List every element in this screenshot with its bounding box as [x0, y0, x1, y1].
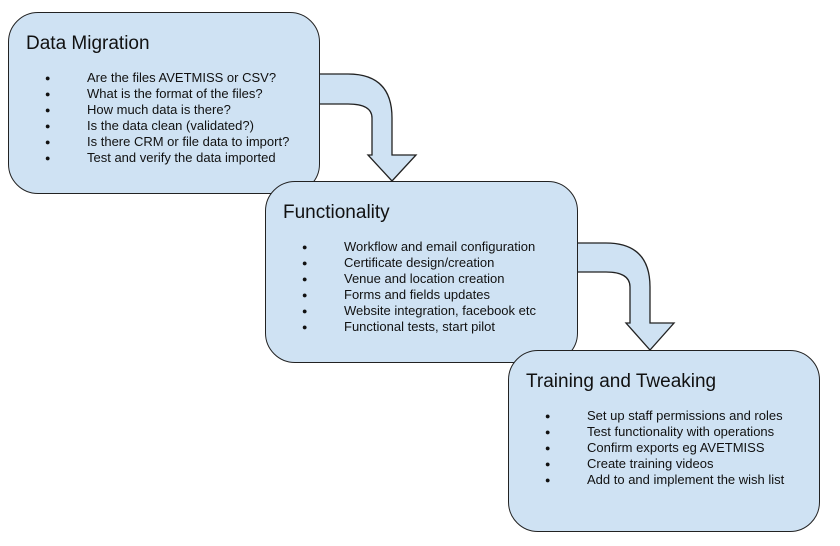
list-item: Certificate design/creation [302, 255, 536, 271]
step-box-data-migration: Data Migration Are the files AVETMISS or… [8, 12, 320, 194]
step-checklist: Workflow and email configuration Certifi… [302, 239, 536, 335]
list-item: Functional tests, start pilot [302, 319, 536, 335]
list-item: Workflow and email configuration [302, 239, 536, 255]
list-item: How much data is there? [45, 102, 289, 118]
step-checklist: Set up staff permissions and roles Test … [545, 408, 784, 488]
list-item: Venue and location creation [302, 271, 536, 287]
list-item: Is the data clean (validated?) [45, 118, 289, 134]
list-item: Are the files AVETMISS or CSV? [45, 70, 289, 86]
list-item: Add to and implement the wish list [545, 472, 784, 488]
list-item: Test and verify the data imported [45, 150, 289, 166]
step-title: Training and Tweaking [526, 371, 717, 392]
step-box-functionality: Functionality Workflow and email configu… [265, 181, 578, 363]
list-item: Is there CRM or file data to import? [45, 134, 289, 150]
list-item: Confirm exports eg AVETMISS [545, 440, 784, 456]
list-item: What is the format of the files? [45, 86, 289, 102]
step-checklist: Are the files AVETMISS or CSV? What is t… [45, 70, 289, 166]
step-title: Functionality [283, 202, 390, 223]
step-box-training-and-tweaking: Training and Tweaking Set up staff permi… [508, 350, 820, 532]
step-title: Data Migration [26, 33, 150, 54]
list-item: Test functionality with operations [545, 424, 784, 440]
list-item: Website integration, facebook etc [302, 303, 536, 319]
list-item: Set up staff permissions and roles [545, 408, 784, 424]
curved-arrow-shape [575, 242, 676, 351]
list-item: Forms and fields updates [302, 287, 536, 303]
list-item: Create training videos [545, 456, 784, 472]
